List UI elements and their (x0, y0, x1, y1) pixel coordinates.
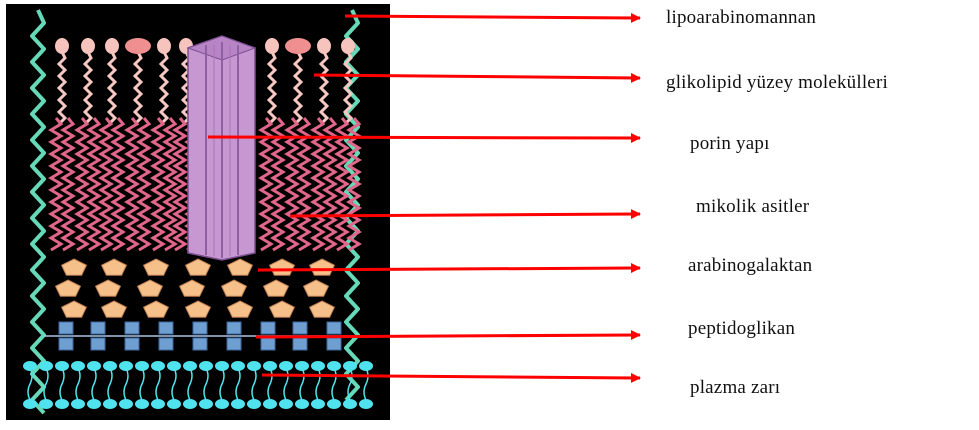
glycolipid-head (55, 38, 69, 54)
membrane-head-inner (295, 399, 309, 409)
label-lipoarabinomannan: lipoarabinomannan (666, 7, 816, 29)
pointer-arrow (256, 335, 640, 337)
membrane-head-inner (247, 399, 261, 409)
glycolipid-head (285, 38, 311, 54)
membrane-head-inner (263, 399, 277, 409)
membrane-head-inner (39, 399, 53, 409)
pointer-arrow (208, 137, 640, 138)
membrane-head-outer (135, 361, 149, 371)
membrane-head-outer (183, 361, 197, 371)
peptidoglycan-block (125, 322, 139, 334)
membrane-head-outer (199, 361, 213, 371)
peptidoglycan-block (293, 338, 307, 350)
membrane-head-inner (359, 399, 373, 409)
membrane-head-inner (327, 399, 341, 409)
membrane-head-inner (55, 399, 69, 409)
membrane-head-inner (279, 399, 293, 409)
membrane-head-outer (39, 361, 53, 371)
membrane-head-inner (87, 399, 101, 409)
glycolipid-head (157, 38, 171, 54)
label-mycolic-acids: mikolik asitler (696, 196, 809, 218)
glycolipid-head (265, 38, 279, 54)
membrane-head-outer (215, 361, 229, 371)
pointer-arrow (290, 214, 640, 216)
peptidoglycan-block (159, 338, 173, 350)
glycolipid-head (125, 38, 151, 54)
porin-structure (188, 36, 255, 260)
glycolipid-head (81, 38, 95, 54)
membrane-head-inner (103, 399, 117, 409)
membrane-head-outer (87, 361, 101, 371)
peptidoglycan-block (91, 338, 105, 350)
membrane-head-outer (119, 361, 133, 371)
membrane-head-inner (23, 399, 37, 409)
membrane-head-inner (231, 399, 245, 409)
peptidoglycan-block (327, 338, 341, 350)
peptidoglycan-block (261, 338, 275, 350)
membrane-head-outer (167, 361, 181, 371)
membrane-head-inner (119, 399, 133, 409)
membrane-head-outer (295, 361, 309, 371)
peptidoglycan-block (261, 322, 275, 334)
membrane-head-outer (151, 361, 165, 371)
membrane-head-inner (343, 399, 357, 409)
membrane-head-inner (135, 399, 149, 409)
membrane-head-outer (279, 361, 293, 371)
membrane-head-inner (151, 399, 165, 409)
peptidoglycan-block (227, 322, 241, 334)
label-peptidoglycan: peptidoglikan (688, 318, 795, 340)
peptidoglycan-block (327, 322, 341, 334)
membrane-head-inner (167, 399, 181, 409)
label-glycolipid-surface-molecules: glikolipid yüzey molekülleri (666, 72, 888, 94)
membrane-head-outer (247, 361, 261, 371)
peptidoglycan-block (227, 338, 241, 350)
peptidoglycan-block (193, 322, 207, 334)
glycolipid-head (317, 38, 331, 54)
pointer-arrow (345, 16, 640, 18)
peptidoglycan-block (159, 322, 173, 334)
peptidoglycan-block (59, 338, 73, 350)
glycolipid-head (341, 38, 355, 54)
membrane-head-outer (343, 361, 357, 371)
peptidoglycan-block (293, 322, 307, 334)
label-plasma-membrane: plazma zarı (690, 377, 780, 399)
peptidoglycan-block (125, 338, 139, 350)
label-arabinogalactan: arabinogalaktan (688, 255, 812, 277)
peptidoglycan-block (193, 338, 207, 350)
membrane-head-inner (71, 399, 85, 409)
membrane-head-outer (55, 361, 69, 371)
label-porin-structure: porin yapı (690, 133, 770, 155)
membrane-head-outer (103, 361, 117, 371)
membrane-head-inner (311, 399, 325, 409)
pointer-arrow (258, 268, 640, 270)
membrane-head-inner (183, 399, 197, 409)
glycolipid-head (105, 38, 119, 54)
membrane-head-outer (23, 361, 37, 371)
membrane-head-outer (71, 361, 85, 371)
membrane-head-outer (231, 361, 245, 371)
peptidoglycan-block (59, 322, 73, 334)
membrane-head-inner (199, 399, 213, 409)
peptidoglycan-block (91, 322, 105, 334)
membrane-head-outer (359, 361, 373, 371)
membrane-head-inner (215, 399, 229, 409)
membrane-head-outer (327, 361, 341, 371)
membrane-head-outer (311, 361, 325, 371)
membrane-head-outer (263, 361, 277, 371)
